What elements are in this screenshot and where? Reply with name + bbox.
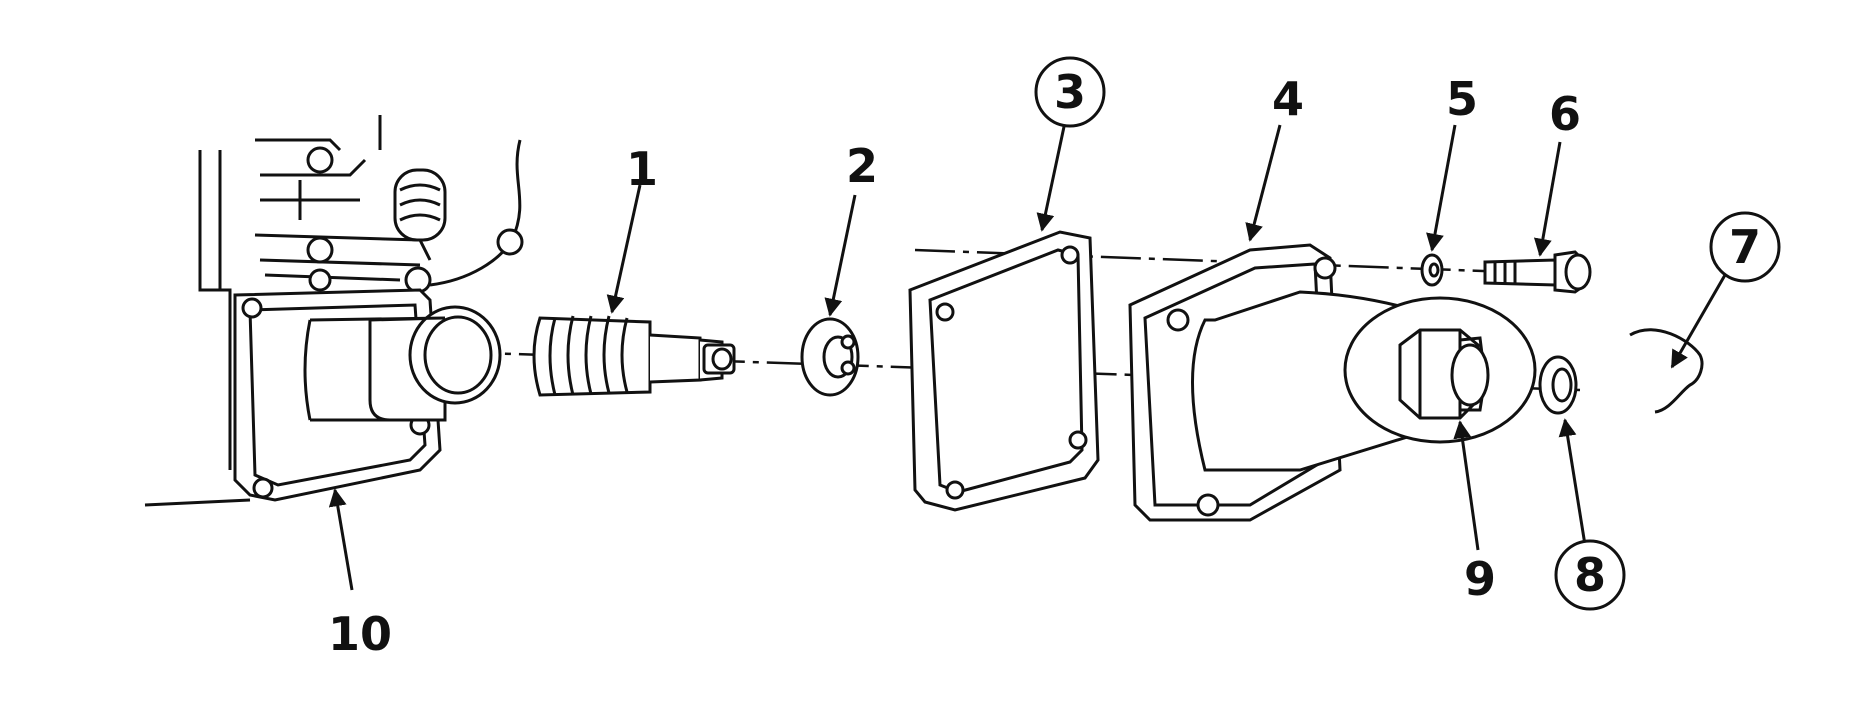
callout-circle-7 xyxy=(1709,211,1781,283)
part-cap-nut xyxy=(1398,328,1490,420)
callout-5: 5 xyxy=(1446,72,1478,126)
callout-labels: 1 2 3 4 5 6 7 8 9 10 xyxy=(328,65,1761,661)
leader-7 xyxy=(1670,274,1727,369)
part-washer xyxy=(1420,253,1444,287)
callout-10: 10 xyxy=(328,607,392,661)
leader-2 xyxy=(824,194,857,317)
leader-10 xyxy=(328,488,354,591)
leader-9 xyxy=(1453,420,1480,551)
callout-2: 2 xyxy=(846,139,878,193)
callout-circles xyxy=(1034,56,1781,611)
callout-6: 6 xyxy=(1549,87,1581,141)
callout-7: 7 xyxy=(1729,220,1761,274)
leader-3 xyxy=(1036,121,1067,232)
part-gasket xyxy=(908,230,1100,512)
callout-4: 4 xyxy=(1272,72,1304,126)
leader-arrows xyxy=(328,121,1727,591)
part-cable xyxy=(1629,328,1704,414)
part-drive-gear xyxy=(532,315,736,397)
callout-circle-8 xyxy=(1554,539,1626,611)
callout-3: 3 xyxy=(1054,65,1086,119)
leader-4 xyxy=(1245,124,1282,242)
part-adapter-housing xyxy=(1128,243,1537,522)
leader-8 xyxy=(1558,418,1587,546)
part-bolt xyxy=(1483,250,1592,294)
callout-9: 9 xyxy=(1464,552,1496,606)
callout-1: 1 xyxy=(626,142,658,196)
callout-circle-3 xyxy=(1034,56,1106,128)
leader-6 xyxy=(1533,141,1562,257)
callout-8: 8 xyxy=(1574,548,1606,602)
part-seal xyxy=(1538,355,1578,415)
leader-5 xyxy=(1426,124,1457,252)
part-retaining-ring xyxy=(800,317,860,397)
leader-1 xyxy=(606,184,642,314)
part-transmission-housing xyxy=(144,115,524,507)
